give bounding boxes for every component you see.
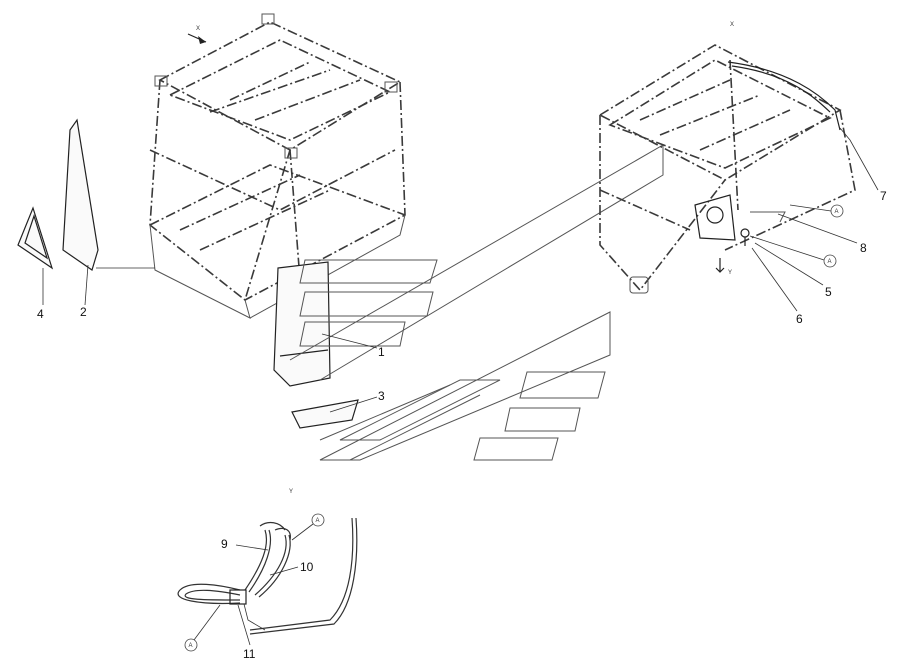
connection-marker-a-y-top: A <box>291 513 325 541</box>
view-x-label: X <box>196 26 200 32</box>
callout-7: 7 <box>880 189 887 203</box>
callout-11: 11 <box>243 647 256 661</box>
hose-assembly-detail: Y <box>177 489 358 635</box>
connection-marker-a-y-bottom: A <box>184 604 221 652</box>
svg-text:A: A <box>828 259 832 265</box>
svg-text:A: A <box>835 209 839 215</box>
connection-marker-a-lower: A <box>749 235 837 268</box>
callout-9: 9 <box>221 537 228 551</box>
svg-text:A: A <box>316 518 320 524</box>
glass-part-3 <box>291 399 359 429</box>
leader-lines <box>42 127 879 646</box>
callout-4: 4 <box>37 307 44 321</box>
connection-marker-a-upper: A <box>789 204 844 218</box>
view-x-arrow: X <box>187 26 207 44</box>
callout-10: 10 <box>300 560 314 574</box>
callout-1: 1 <box>378 345 385 359</box>
y-marker-label: Y <box>728 270 732 276</box>
glass-part-4 <box>17 206 54 270</box>
glass-part-1 <box>273 261 331 387</box>
svg-text:A: A <box>189 643 193 649</box>
cab-frame-detail: X Y <box>598 22 856 294</box>
callout-2: 2 <box>80 305 87 319</box>
callout-3: 3 <box>378 389 385 403</box>
callout-6: 6 <box>796 312 803 326</box>
glass-part-2 <box>62 118 99 271</box>
detail-y-label: Y <box>289 489 293 495</box>
callout-5: 5 <box>825 285 832 299</box>
detail-x-label: X <box>730 22 734 28</box>
callout-8: 8 <box>860 241 867 255</box>
exploded-panels <box>289 144 664 461</box>
